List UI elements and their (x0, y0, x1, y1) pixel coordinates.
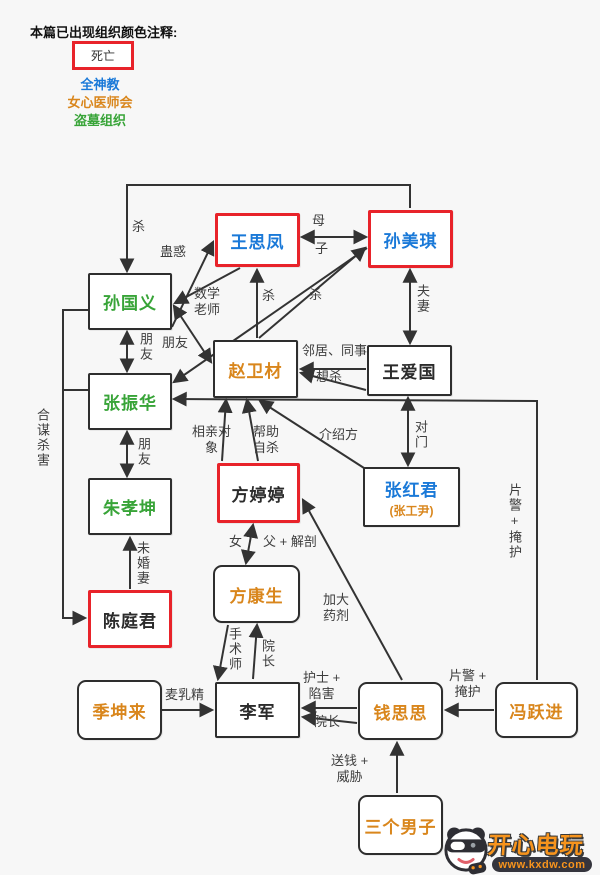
legend-title: 本篇已出现组织颜色注释: (30, 25, 178, 40)
edge-label: 送钱 + 威胁 (331, 753, 369, 784)
edge-label: 片警+掩护 (507, 483, 522, 560)
node-chen-tingjun: 陈庭君 (88, 590, 172, 648)
edge-line (62, 309, 88, 626)
legend-org-item: 盗墓组织 (73, 113, 126, 128)
kxdw-watermark: 开心电玩 www.kxdw.com (440, 816, 600, 875)
node-label: 方婷婷 (231, 485, 286, 505)
edge-label: 对门 (413, 420, 428, 450)
node-feng-yuejin: 冯跃进 (495, 682, 578, 738)
node-zhang-hongjun: 张红君 (张工尹) (363, 467, 460, 527)
edge-label: 母 (312, 213, 326, 228)
node-wang-sifeng: 王思凤 (215, 213, 300, 267)
edge-label: 朋友 (136, 437, 151, 467)
node-label: 陈庭君 (103, 611, 157, 631)
node-label: 三个男子 (364, 817, 437, 837)
edge-label: 麦乳精 (165, 687, 205, 702)
edge-label: 杀 (132, 219, 146, 234)
edge-line (248, 622, 264, 680)
legend-org-item: 女心医师会 (67, 95, 133, 110)
watermark-brand: 开心电玩 (486, 832, 585, 858)
edge-label: 相亲对 象 (192, 424, 232, 455)
node-zhao-weicai: 赵卫材 (213, 340, 298, 398)
node-ji-kunlai: 季坤来 (77, 680, 162, 740)
edge-label: 夫妻 (415, 284, 430, 314)
edge-label: 想杀 (316, 369, 343, 384)
edge-label: 朋友 (138, 332, 153, 362)
node-label: 赵卫材 (228, 361, 283, 381)
node-fang-tingting: 方婷婷 (217, 463, 300, 523)
node-qian-sisi: 钱思思 (358, 682, 443, 740)
node-label: 孙国义 (103, 294, 157, 313)
node-label: 季坤来 (92, 702, 147, 722)
edge-line (301, 498, 403, 681)
node-sun-guoyi: 孙国义 (88, 273, 172, 330)
node-label: 张振华 (103, 394, 157, 413)
edge-label: 朋友 (162, 335, 189, 350)
edge-label: 院长 (314, 714, 341, 729)
node-li-jun: 李军 (215, 682, 300, 738)
node-label: 王爱国 (382, 363, 437, 382)
node-sublabel: (张工尹) (389, 503, 434, 518)
edge-label: 护士 + 陷害 (303, 670, 341, 701)
node-label: 孙美琪 (383, 231, 438, 251)
node-label: 朱孝坤 (103, 499, 157, 518)
edge-label: 邻居、同事 (302, 343, 368, 358)
edge-label: 数学 老师 (194, 286, 221, 317)
mascot-panda-icon (444, 827, 488, 875)
edge-label: 加大 药剂 (323, 592, 350, 623)
edge-label: 未婚妻 (135, 541, 150, 586)
node-label: 李军 (239, 702, 276, 722)
edge-line (240, 522, 259, 566)
edge-label: 院长 (260, 639, 275, 669)
edge-label: 父 + 解剖 (263, 534, 317, 549)
edge-label: 子 (315, 241, 329, 256)
edge-label: 介绍方 (319, 427, 359, 442)
watermark-url: www.kxdw.com (492, 857, 592, 872)
node-wang-aiguo: 王爱国 (367, 345, 452, 396)
node-label: 冯跃进 (509, 702, 564, 722)
node-sun-meiqi: 孙美琪 (368, 210, 453, 268)
edge-label: 女 (229, 534, 243, 549)
node-san-ge-nanzi: 三个男子 (358, 795, 443, 855)
edge-label: 手术师 (227, 627, 242, 672)
node-label: 钱思思 (373, 703, 428, 723)
node-label: 方康生 (229, 586, 284, 606)
node-zhang-zhenhua: 张振华 (88, 373, 172, 430)
edge-label: 杀 (262, 288, 276, 303)
edge-label: 合谋杀害 (35, 408, 50, 468)
legend-org-item: 全神教 (80, 77, 120, 92)
legend-death-label: 死亡 (90, 49, 115, 63)
edge-label: 片警 + 掩护 (449, 668, 487, 699)
node-label: 王思凤 (230, 232, 285, 252)
node-zhu-xiaokun: 朱孝坤 (88, 478, 172, 535)
node-label: 张红君 (384, 480, 439, 500)
edge-label: 帮助 自杀 (253, 424, 280, 455)
node-fang-kangsheng: 方康生 (213, 565, 300, 623)
legend-death-box: 死亡 (72, 41, 134, 70)
edge-label: 蛊惑 (160, 244, 187, 259)
edge-label: 杀 (309, 287, 323, 302)
